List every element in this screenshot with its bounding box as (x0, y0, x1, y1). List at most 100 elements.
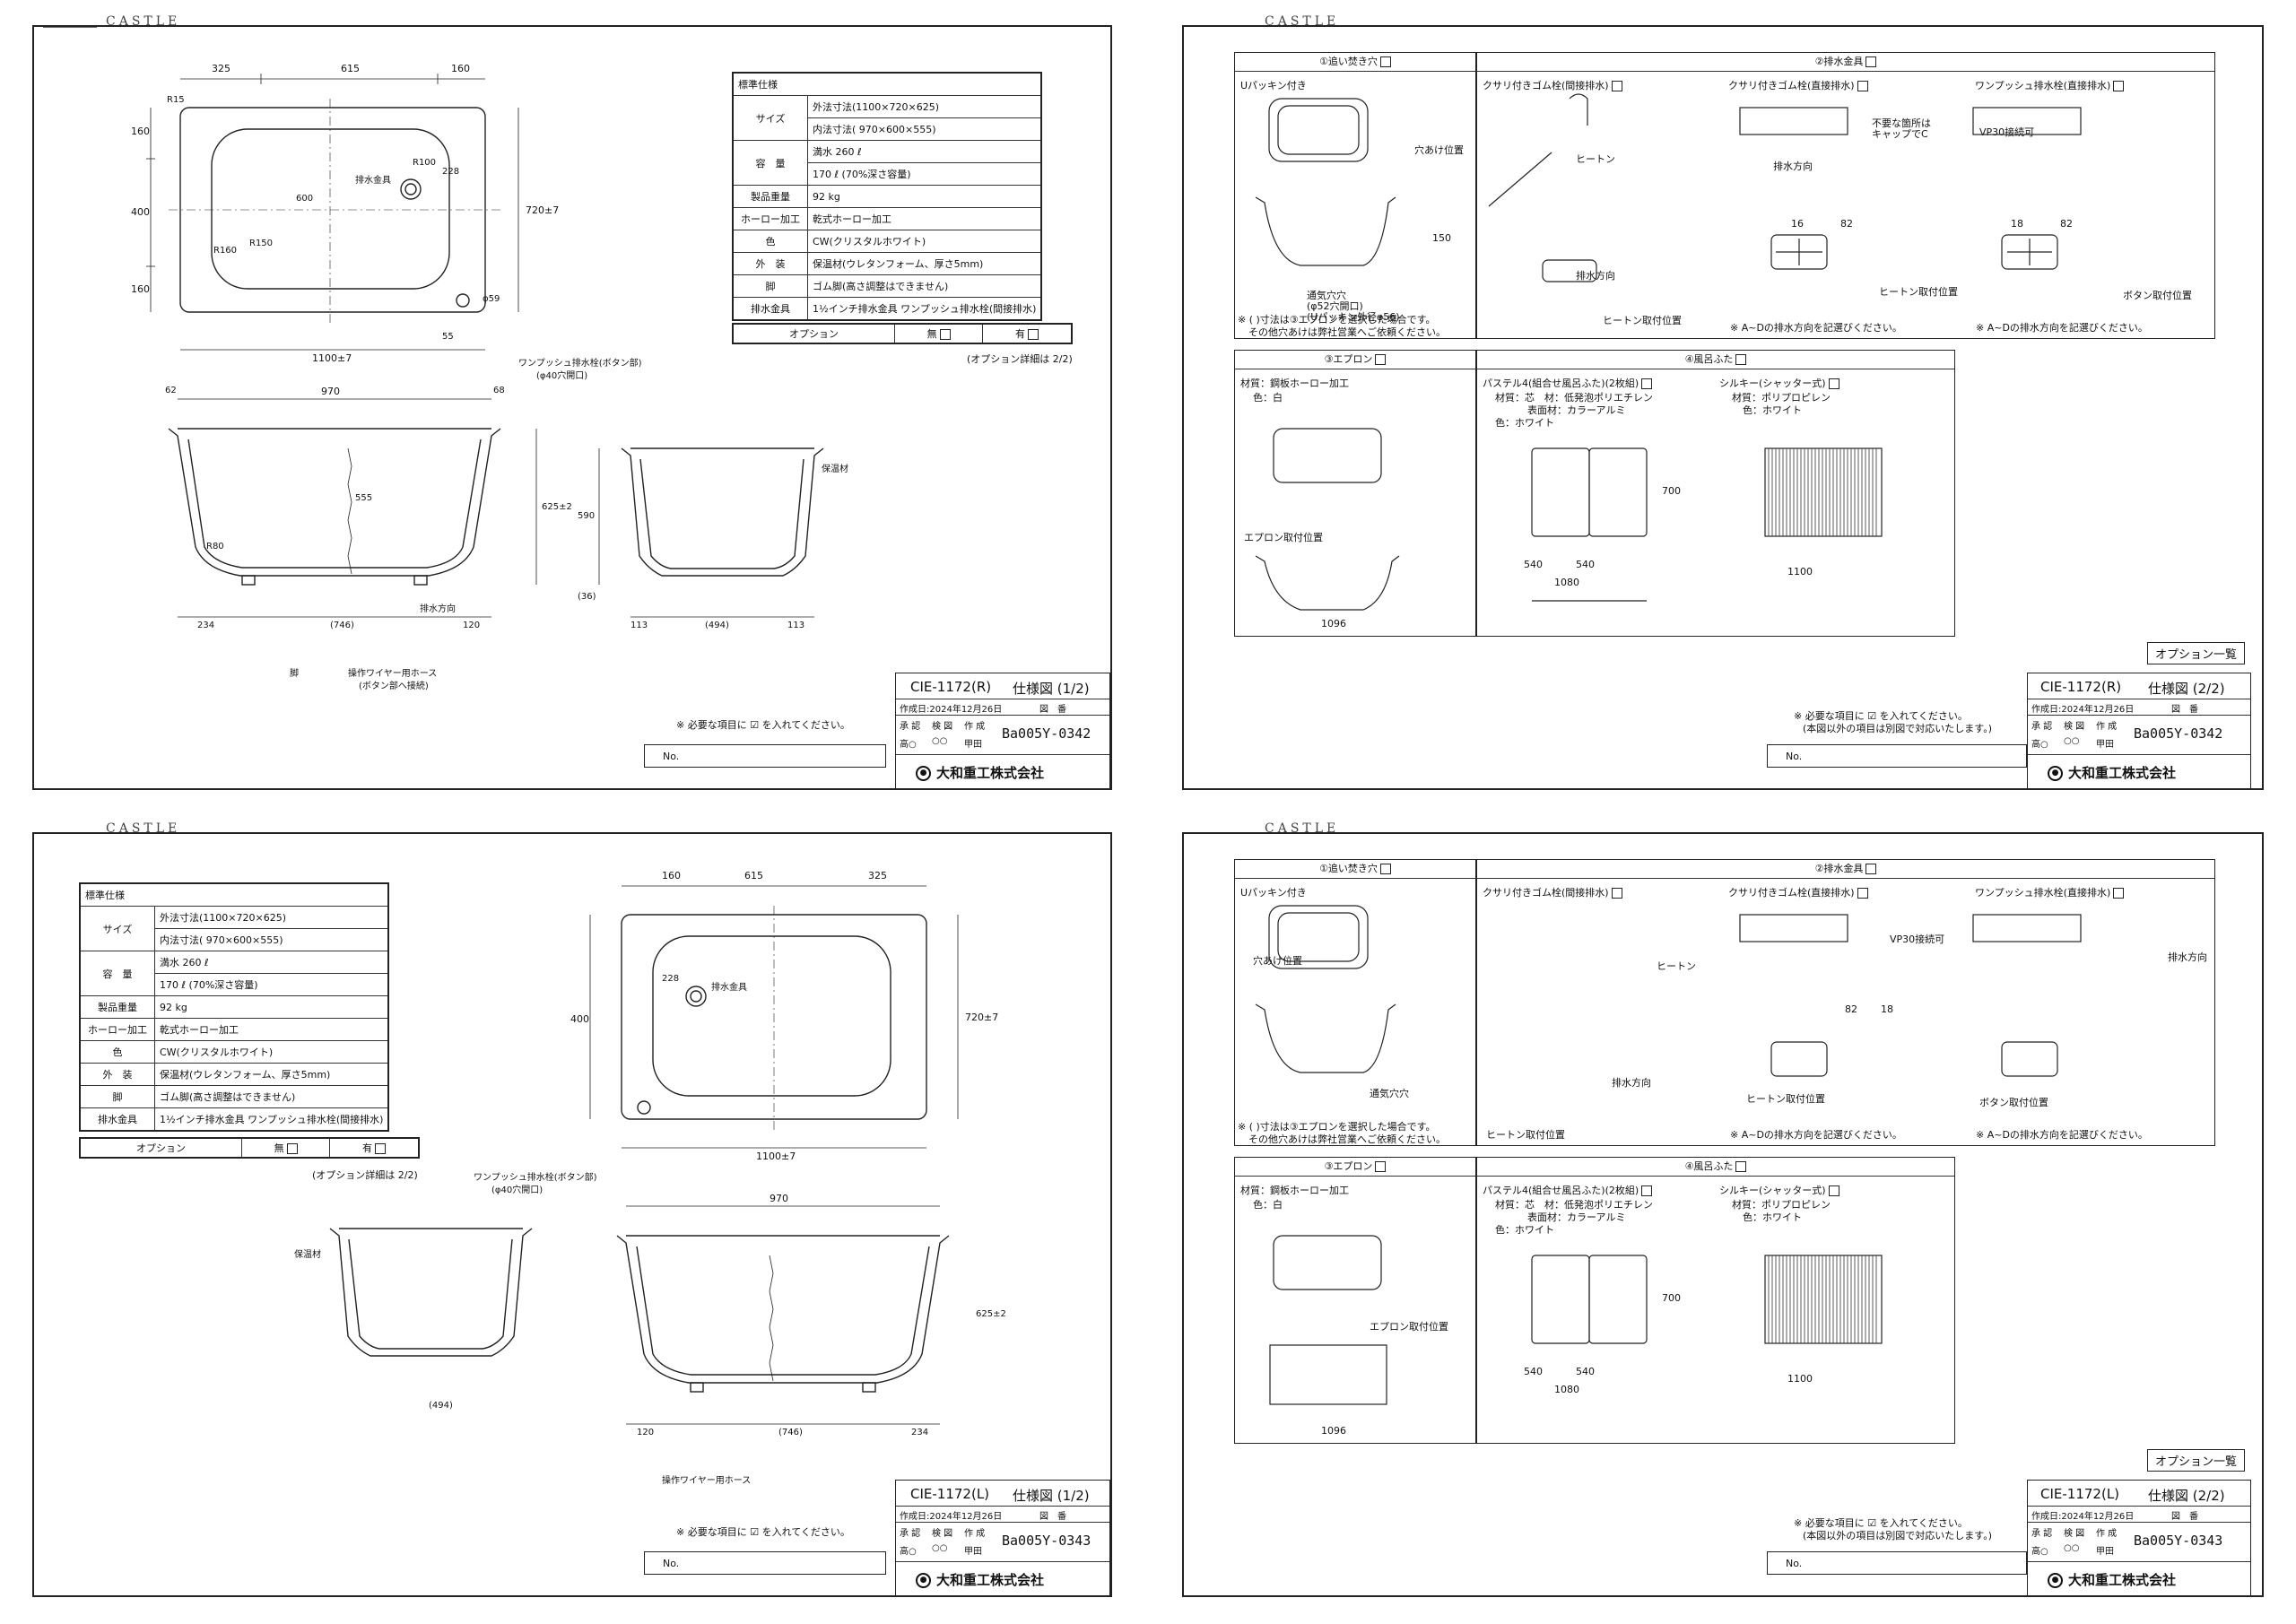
spec-color-label: 色 (732, 230, 808, 253)
dim-625: 625±2 (976, 1309, 1006, 1319)
drawing-subtitle: 仕様図 (2/2) (2148, 681, 2225, 697)
hole-dim3: (Uパッキン外径φ56) (1307, 311, 1400, 323)
dim-494: (494) (429, 1401, 453, 1411)
silky-material: 材質：ポリプロピレン (1732, 392, 1831, 404)
sign-1: 高○ (900, 1547, 917, 1557)
checkbox-icon[interactable] (1028, 329, 1039, 340)
brand-logo: CASTLE (106, 14, 181, 29)
sign-2: ○○ (932, 1543, 948, 1553)
drain-dir-3: 排水方向 (2168, 951, 2207, 963)
checkbox-icon[interactable] (1641, 378, 1653, 389)
dim-746: (746) (330, 621, 354, 630)
drawing-title: CIE-1172(R) (2040, 679, 2122, 695)
dim-160-left: 160 (131, 126, 150, 137)
checkbox-icon[interactable] (1735, 1161, 1747, 1172)
dim-700: 700 (1662, 485, 1681, 497)
brand-logo: CASTLE (1265, 821, 1340, 836)
checkbox-icon[interactable] (375, 1143, 387, 1154)
checkbox-icon[interactable] (1866, 864, 1877, 874)
checkbox-icon[interactable] (2113, 81, 2125, 91)
dim-555: 555 (355, 493, 373, 503)
spec-inner: 内法寸法( 970×600×555) (807, 117, 1042, 141)
drawing-title: CIE-1172(R) (910, 679, 992, 695)
dim-120: 120 (637, 1428, 655, 1437)
checkbox-icon[interactable] (1379, 864, 1391, 874)
checkbox-icon[interactable] (1611, 888, 1622, 899)
checkbox-icon[interactable] (2113, 888, 2125, 899)
kusari-dir-label: クサリ付きゴム栓(直接排水) (1728, 885, 1868, 899)
option-label: オプション (732, 323, 896, 344)
label-drain: 排水金具 (355, 176, 391, 186)
checkbox-icon[interactable] (1828, 378, 1839, 389)
check-note-2: (本図以外の項目は別図で対応いたします。) (1803, 1530, 1992, 1541)
checkbox-icon[interactable] (1379, 56, 1391, 67)
company-logo-icon: ● (916, 766, 931, 781)
option-yes[interactable]: 有 (982, 323, 1073, 344)
section-reheat: ①追い焚き穴 (1319, 56, 1378, 67)
section-lid: ④風呂ふた (1684, 353, 1734, 365)
option-none[interactable]: 無 (241, 1137, 331, 1159)
apron-color: 色：白 (1253, 1199, 1283, 1211)
label-leg: 脚 (290, 669, 299, 679)
apron-color: 色：白 (1253, 392, 1283, 404)
pastel-m1: 材質：芯 材：低発泡ポリエチレン (1495, 392, 1653, 404)
col-check: 検 図 (932, 1529, 953, 1539)
drawing-number: Ba005Y-0342 (2134, 725, 2223, 742)
label-r15: R15 (167, 95, 185, 105)
checkbox-icon[interactable] (1828, 1185, 1839, 1196)
dim-82-b: 82 (2060, 218, 2073, 230)
label-r160: R160 (213, 246, 238, 256)
checkbox-icon[interactable] (1641, 1185, 1653, 1196)
silky-color: 色：ホワイト (1743, 404, 1802, 416)
checkbox-icon[interactable] (286, 1143, 298, 1154)
dim-1096: 1096 (1321, 1425, 1346, 1437)
zu-label: 図 番 (2171, 1512, 2198, 1522)
panel-reheat: ①追い焚き穴 Uパッキン付き 穴あけ位置 通気穴穴 (1234, 859, 1476, 1146)
pastel-m2: 表面材：カラーアルミ (1527, 1211, 1626, 1223)
label-insul: 保温材 (294, 1250, 321, 1260)
checkbox-icon[interactable] (1857, 888, 1868, 899)
dim-720: 720±7 (965, 1012, 999, 1023)
no-box: No. (1767, 744, 2027, 768)
checkbox-icon[interactable] (1611, 81, 1622, 91)
col-approve: 承 認 (900, 1529, 921, 1539)
option-yes[interactable]: 有 (329, 1137, 420, 1159)
spec-leg: ゴム脚(高さ調整はできません) (807, 274, 1042, 298)
spec-size-label: サイズ (79, 906, 155, 951)
spec-leg-label: 脚 (732, 274, 808, 298)
label-hose: 操作ワイヤー用ホース (662, 1476, 752, 1486)
company-logo-icon: ● (2048, 1573, 2063, 1588)
checkbox-icon[interactable] (1866, 56, 1877, 67)
option-overview-label: オプション一覧 (2147, 642, 2246, 664)
dim-16: 16 (1791, 218, 1804, 230)
checkbox-icon[interactable] (1375, 354, 1387, 365)
zu-label: 図 番 (1039, 705, 1066, 715)
heaton-label: ヒートン (1657, 960, 1696, 972)
checkbox-icon[interactable] (1375, 1161, 1387, 1172)
label-hose2: (ボタン部へ接続) (359, 682, 429, 691)
spec-drain-label: 排水金具 (732, 297, 808, 321)
top-view-drawing-l (329, 885, 959, 1425)
dim-234: 234 (911, 1428, 929, 1437)
col-create: 作 成 (2096, 722, 2118, 732)
no-box: No. (644, 1551, 886, 1575)
drawing-title: CIE-1172(L) (2040, 1486, 2120, 1502)
dim-400: 400 (570, 1013, 589, 1025)
dim-82: 82 (1845, 1003, 1857, 1015)
checkbox-icon[interactable] (939, 329, 951, 340)
dim-160-bottom: 160 (131, 283, 150, 295)
label-hose: 操作ワイヤー用ホース (348, 669, 438, 679)
heaton-pos-2: ヒートン取付位置 (1879, 286, 1958, 298)
checkbox-icon[interactable] (1735, 354, 1747, 365)
dim-160: 160 (451, 63, 470, 74)
sheet-r-2: CASTLE ①追い焚き穴 Uパッキン付き 穴あけ位置 150 通気穴穴 (φ5… (1182, 14, 2264, 790)
drain-dir-label: 排水方向 (1576, 270, 1615, 282)
pastel-label: パステル4(組合せ風呂ふた)(2枚組) (1483, 376, 1653, 390)
spec-leg: ゴム脚(高さ調整はできません) (154, 1085, 389, 1108)
checkbox-icon[interactable] (1857, 81, 1868, 91)
sign-2: ○○ (2064, 1543, 2080, 1553)
option-note: (オプション詳細は 2/2) (967, 353, 1073, 365)
option-none[interactable]: 無 (894, 323, 984, 344)
dim-615: 615 (744, 870, 763, 881)
drawing-number: Ba005Y-0342 (1002, 725, 1091, 742)
